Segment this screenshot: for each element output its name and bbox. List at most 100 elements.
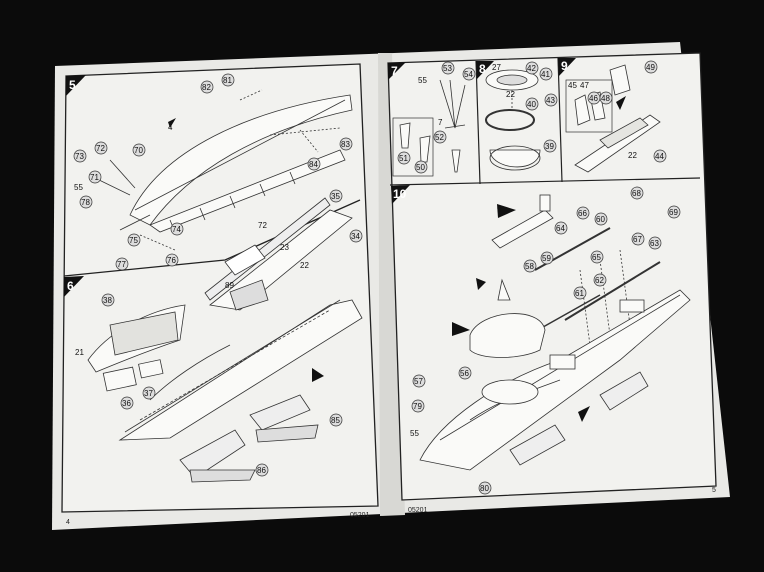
svg-text:49: 49 bbox=[646, 63, 655, 72]
step-7-callouts: 53 55 54 52 51 50 7 bbox=[397, 61, 476, 174]
step-7-number: 7 bbox=[391, 64, 398, 78]
svg-text:72: 72 bbox=[258, 221, 267, 230]
step-10-ref-7: 7 bbox=[476, 279, 481, 288]
step-5-arrow bbox=[168, 118, 176, 128]
svg-text:52: 52 bbox=[435, 133, 444, 142]
svg-text:22: 22 bbox=[506, 90, 515, 99]
svg-text:55: 55 bbox=[74, 183, 83, 192]
step-6-drawing bbox=[87, 197, 363, 483]
svg-text:68: 68 bbox=[632, 189, 641, 198]
step-5-badge bbox=[66, 75, 86, 96]
svg-text:55: 55 bbox=[410, 429, 419, 438]
step-6-callouts: 35 34 38 36 37 21 72 89 22 23 85 86 bbox=[75, 189, 363, 477]
svg-text:89: 89 bbox=[225, 281, 234, 290]
step-5-callouts: 81 82 83 84 72 70 73 71 55 78 75 74 77 bbox=[73, 73, 353, 271]
svg-text:34: 34 bbox=[351, 232, 360, 241]
step-10-ref-8: 8 bbox=[453, 325, 458, 334]
svg-text:57: 57 bbox=[414, 377, 423, 386]
svg-text:67: 67 bbox=[633, 235, 642, 244]
step-8-callouts: 42 41 40 43 39 27 22 bbox=[492, 61, 558, 153]
svg-text:84: 84 bbox=[309, 160, 318, 169]
step-10-arrow-6 bbox=[578, 406, 590, 422]
svg-text:48: 48 bbox=[601, 94, 610, 103]
svg-text:62: 62 bbox=[595, 276, 604, 285]
svg-text:69: 69 bbox=[669, 208, 678, 217]
left-page: 5 4 81 82 83 84 72 70 73 bbox=[61, 63, 379, 526]
svg-text:44: 44 bbox=[655, 152, 664, 161]
svg-text:73: 73 bbox=[75, 152, 84, 161]
step-10-badge bbox=[391, 185, 410, 204]
svg-text:21: 21 bbox=[75, 348, 84, 357]
svg-text:36: 36 bbox=[122, 399, 131, 408]
svg-text:40: 40 bbox=[527, 100, 536, 109]
svg-text:51: 51 bbox=[399, 154, 408, 163]
svg-text:22: 22 bbox=[628, 151, 637, 160]
step-8-badge bbox=[476, 61, 494, 79]
svg-text:80: 80 bbox=[480, 484, 489, 493]
right-page-code: 05201 bbox=[408, 507, 428, 514]
svg-text:58: 58 bbox=[525, 262, 534, 271]
left-page-number: 4 bbox=[66, 519, 70, 526]
svg-text:64: 64 bbox=[556, 224, 565, 233]
step-8-number: 8 bbox=[479, 62, 486, 76]
svg-text:27: 27 bbox=[492, 63, 501, 72]
step-9-badge bbox=[558, 58, 576, 76]
step-5-number: 5 bbox=[69, 78, 76, 92]
svg-text:76: 76 bbox=[167, 256, 176, 265]
svg-text:54: 54 bbox=[464, 70, 473, 79]
svg-text:78: 78 bbox=[81, 198, 90, 207]
svg-text:86: 86 bbox=[257, 466, 266, 475]
svg-text:71: 71 bbox=[90, 173, 99, 182]
step-10-arrow-8 bbox=[452, 322, 470, 336]
step-10-arrow-7 bbox=[476, 278, 486, 290]
svg-text:77: 77 bbox=[117, 260, 126, 269]
step-6-badge bbox=[64, 276, 84, 297]
step-10-number: 10 bbox=[393, 187, 407, 201]
svg-text:41: 41 bbox=[541, 70, 550, 79]
svg-text:70: 70 bbox=[134, 146, 143, 155]
step-10-arrow-9 bbox=[497, 204, 516, 218]
svg-text:74: 74 bbox=[172, 225, 181, 234]
right-page: 7 53 55 54 52 51 50 7 8 bbox=[387, 52, 717, 514]
svg-text:42: 42 bbox=[527, 64, 536, 73]
svg-text:65: 65 bbox=[592, 253, 601, 262]
step-7-drawing bbox=[392, 79, 466, 177]
svg-text:35: 35 bbox=[331, 192, 340, 201]
svg-text:81: 81 bbox=[223, 76, 232, 85]
svg-text:7: 7 bbox=[438, 118, 443, 127]
svg-text:45: 45 bbox=[568, 81, 577, 90]
step-9-callouts: 45 47 46 48 49 44 22 bbox=[568, 60, 667, 163]
step-5-ref: 4 bbox=[168, 123, 173, 132]
svg-text:53: 53 bbox=[443, 64, 452, 73]
step-7-badge bbox=[388, 62, 406, 80]
step-9-number: 9 bbox=[561, 59, 568, 73]
svg-text:60: 60 bbox=[596, 215, 605, 224]
right-page-number: 5 bbox=[712, 487, 716, 494]
step-10-ref-9: 9 bbox=[497, 205, 502, 214]
step-6-number: 6 bbox=[67, 279, 74, 293]
step-10-ref-6: 6 bbox=[580, 411, 585, 420]
svg-text:75: 75 bbox=[129, 236, 138, 245]
svg-text:79: 79 bbox=[413, 402, 422, 411]
svg-text:85: 85 bbox=[331, 416, 340, 425]
svg-text:43: 43 bbox=[546, 96, 555, 105]
svg-text:46: 46 bbox=[589, 94, 598, 103]
svg-text:22: 22 bbox=[300, 261, 309, 270]
step-10-drawing bbox=[419, 194, 691, 471]
svg-text:61: 61 bbox=[575, 289, 584, 298]
svg-text:83: 83 bbox=[341, 140, 350, 149]
left-step-divider bbox=[63, 199, 361, 277]
svg-text:63: 63 bbox=[650, 239, 659, 248]
svg-text:55: 55 bbox=[418, 76, 427, 85]
step-6-ref: 5 bbox=[313, 371, 318, 380]
left-page-code: 05201 bbox=[350, 512, 370, 519]
svg-text:37: 37 bbox=[144, 389, 153, 398]
svg-text:66: 66 bbox=[578, 209, 587, 218]
svg-text:39: 39 bbox=[545, 142, 554, 151]
svg-text:72: 72 bbox=[96, 144, 105, 153]
step-6-arrow bbox=[312, 368, 324, 382]
svg-text:56: 56 bbox=[460, 369, 469, 378]
svg-text:59: 59 bbox=[542, 254, 551, 263]
